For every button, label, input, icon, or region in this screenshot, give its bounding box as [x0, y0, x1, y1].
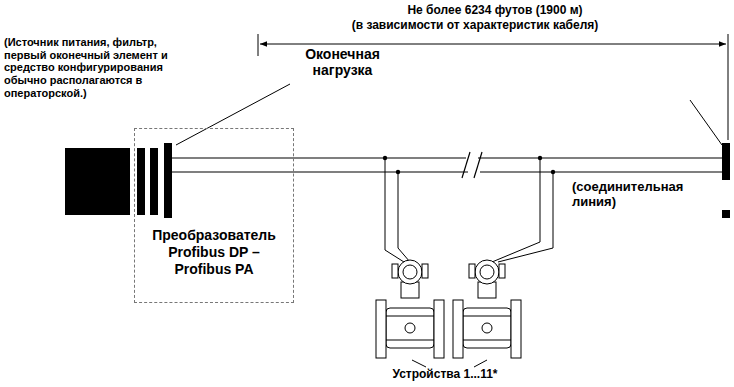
power-supply-block: [137, 148, 145, 215]
bus-wires: [172, 152, 722, 178]
drop-wires: [385, 158, 553, 262]
terminator-block: [164, 143, 172, 218]
flowmeter-devices: [376, 260, 521, 358]
extension-line: [258, 34, 259, 56]
group-caption: Преобразователь Profibus DP – Profibus P…: [141, 227, 287, 277]
annotation-label: (в зависимости от характеристик кабеля): [330, 19, 620, 33]
dimension-line: [260, 44, 726, 45]
leader-lines: [176, 84, 722, 367]
filter-block: [150, 148, 158, 215]
flowmeter: [376, 260, 444, 358]
converter-group: Преобразователь Profibus DP – Profibus P…: [134, 128, 294, 303]
annotation-label: (Источник питания, фильтр, первый оконеч…: [4, 36, 194, 99]
converter-block: [65, 148, 130, 215]
annotation-label: Не более 6234 футов (1900 м): [380, 4, 610, 18]
extension-line: [728, 34, 729, 140]
annotation-label: Оконечная нагрузка: [290, 46, 395, 78]
annotation-label: Устройства 1...11*: [380, 368, 510, 382]
annotation-label: (соединительная линия): [572, 180, 730, 210]
tap-dots: [383, 156, 555, 174]
flowmeter: [453, 260, 521, 358]
